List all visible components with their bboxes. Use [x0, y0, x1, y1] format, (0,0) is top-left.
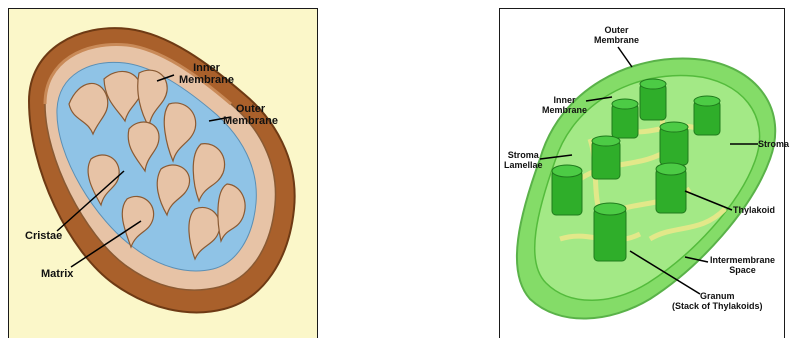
granum-stack-8: [694, 96, 720, 135]
mito-inner-membrane-line1: Inner: [179, 62, 234, 74]
chloro-granum-line1: Granum: [672, 291, 763, 301]
chloro-stroma-lamellae-line2: Lamellae: [504, 160, 543, 170]
mito-inner-membrane-line2: Membrane: [179, 74, 234, 86]
chloro-inner-membrane-label: Inner Membrane: [542, 95, 587, 115]
mito-outer-membrane-line1: Outer: [223, 103, 278, 115]
mito-outer-membrane-line2: Membrane: [223, 115, 278, 127]
chloroplast-diagram: Outer Membrane Inner Membrane Stroma Lam…: [499, 8, 785, 338]
chloroplast-illustration: [500, 9, 786, 339]
chloro-intermembrane-label: Intermembrane Space: [710, 255, 775, 275]
chloro-stroma-label: Stroma: [758, 139, 789, 149]
granum-stack-7: [594, 203, 626, 261]
granum-stack-4: [660, 122, 688, 165]
granum-stack-3: [592, 136, 620, 179]
mitochondrion-illustration: [9, 9, 319, 339]
chloro-outer-membrane-label: Outer Membrane: [594, 25, 639, 45]
chloro-granum-label: Granum (Stack of Thylakoids): [672, 291, 763, 311]
outer-membrane-pointer: [618, 47, 632, 67]
granum-stack-5: [552, 165, 582, 215]
mito-inner-membrane-label: Inner Membrane: [179, 62, 234, 86]
mito-outer-membrane-label: Outer Membrane: [223, 103, 278, 127]
chloro-thylakoid-label: Thylakoid: [733, 205, 775, 215]
chloro-inner-membrane-line2: Membrane: [542, 105, 587, 115]
chloro-outer-membrane-line1: Outer: [594, 25, 639, 35]
mito-cristae-label: Cristae: [25, 230, 62, 242]
mito-matrix-label: Matrix: [41, 268, 73, 280]
chloro-inner-membrane-line1: Inner: [542, 95, 587, 105]
chloro-stroma-lamellae-line1: Stroma: [504, 150, 543, 160]
granum-stack-2: [612, 99, 638, 138]
granum-stack-6: [656, 163, 686, 213]
chloro-intermembrane-line2: Space: [710, 265, 775, 275]
chloro-intermembrane-line1: Intermembrane: [710, 255, 775, 265]
chloro-granum-line2: (Stack of Thylakoids): [672, 301, 763, 311]
mitochondrion-diagram: Inner Membrane Outer Membrane Cristae Ma…: [8, 8, 318, 338]
granum-stack-1: [640, 79, 666, 120]
chloro-outer-membrane-line2: Membrane: [594, 35, 639, 45]
chloro-stroma-lamellae-label: Stroma Lamellae: [504, 150, 543, 170]
